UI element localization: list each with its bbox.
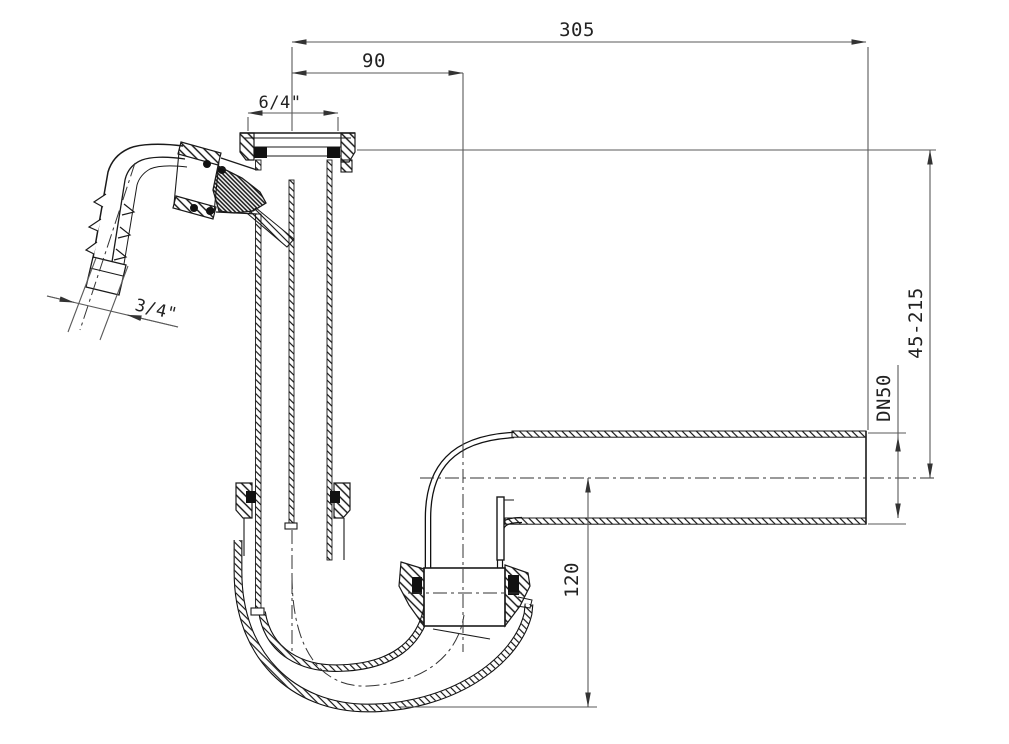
label-inlet-to-elbow: 90 [362, 50, 386, 72]
trap-body [84, 132, 867, 713]
label-overall-width: 305 [559, 19, 595, 41]
flange-seal-left [254, 147, 267, 158]
dimension-lines [46, 39, 936, 708]
outlet-elbow-tube [424, 431, 523, 570]
inlet-flange-nut [239, 132, 356, 173]
elbow-compression-nut [398, 561, 533, 628]
horizontal-outlet-pipe [496, 430, 867, 561]
check-valve [212, 165, 267, 214]
hose-axis-centerline [79, 162, 136, 331]
flange-seal-right [327, 147, 340, 158]
bend-axis-centerline [291, 574, 465, 687]
hose-barb-connector [84, 141, 267, 296]
mid-compression-nut [235, 482, 351, 519]
barb-ridges [84, 193, 136, 261]
label-inlet-nut-size: 6/4" [259, 93, 302, 113]
u-bend-inner-wall [258, 597, 432, 672]
o-ring [190, 204, 198, 212]
inner-discharge-tube [288, 179, 295, 528]
label-adjustable-height: 45-215 [905, 287, 927, 359]
label-trap-depth: 120 [561, 562, 583, 598]
o-ring [206, 207, 214, 215]
u-bend-outer-wall [233, 540, 534, 713]
socket-bell-rim [496, 496, 505, 561]
centerlines [79, 50, 936, 687]
elbow-mitre-line [432, 628, 491, 640]
label-hose-size: 3/4" [133, 295, 179, 324]
label-outlet-diameter: DN50 [873, 374, 895, 422]
inlet-tailpipe [243, 159, 345, 616]
dimension-labels: 305 90 6/4" 3/4" 45-215 DN50 120 [133, 19, 927, 598]
o-ring [203, 160, 211, 168]
